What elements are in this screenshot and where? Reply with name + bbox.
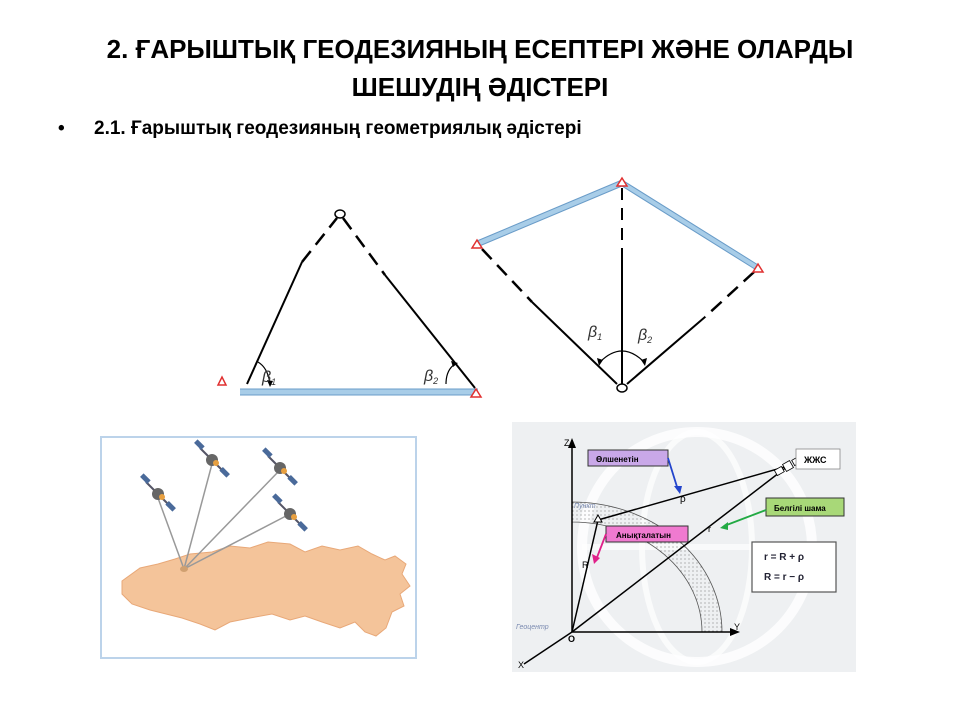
upper-left-baseline: [475, 180, 624, 247]
ground-station: [180, 566, 188, 572]
geocentric-coordinate-diagram: Z Y X O Геоцентр Пункт ρ r R ЖЖС Өлшенет…: [512, 422, 856, 672]
satellite-icon: [194, 439, 230, 478]
measured-label: Өлшенетін: [596, 455, 639, 464]
angle-beta1-label: β1: [587, 324, 602, 342]
left-station-marker: [216, 375, 228, 386]
vector-r: [571, 465, 789, 633]
right-station-marker: [469, 387, 483, 398]
angle-beta2-label: β2: [423, 368, 438, 386]
known-arrow: [723, 509, 767, 527]
determined-label: Анықталатын: [616, 531, 671, 540]
vector-R: [571, 519, 599, 633]
geocenter-label: Геоцентр: [516, 624, 549, 631]
satellite-icon: [272, 493, 308, 532]
vector-rho: [597, 465, 789, 521]
determined-arrow: [595, 533, 607, 561]
satellite-icon: [140, 473, 176, 512]
satellite-label-box: [795, 448, 841, 470]
right-solid-line: [626, 316, 706, 385]
angle-beta2-label: β2: [637, 327, 652, 345]
upper-right-baseline: [620, 180, 760, 271]
point-label: Пункт: [574, 503, 596, 510]
target-point: [334, 209, 346, 219]
formula-line-1: r = R + ρ: [764, 552, 804, 563]
left-side-solid: [246, 261, 303, 385]
axis-z-label: Z: [564, 438, 570, 448]
r-big-label: R: [582, 560, 589, 570]
left-station-marker: [470, 238, 484, 249]
right-dashed-line: [704, 271, 755, 318]
axis-x-label: X: [518, 660, 524, 670]
satellite-icon: [262, 447, 298, 486]
right-station-marker: [751, 262, 765, 273]
satellite-map-illustration: [100, 436, 417, 659]
slide-title-line-2: ШЕШУДІҢ ӘДІСТЕРІ: [351, 72, 609, 102]
formula-line-2: R = r − ρ: [764, 572, 804, 583]
origin-label: O: [568, 634, 575, 644]
quadrilateral-diagram: β1 β2: [470, 176, 765, 393]
known-label-box: [765, 497, 845, 517]
left-side-dashed: [301, 217, 338, 263]
axis-y-label: Y: [734, 622, 740, 632]
r-small-label: r: [708, 524, 711, 534]
known-label: Белгілі шама: [774, 504, 826, 513]
slide-title: 2. ҒАРЫШТЫҚ ГЕОДЕЗИЯНЫҢ ЕСЕПТЕРІ ЖӘНЕ ОЛ…: [60, 30, 900, 106]
left-solid-line: [531, 301, 618, 385]
signal-lines: [157, 463, 287, 570]
rho-label: ρ: [680, 494, 686, 505]
right-side-dashed: [341, 217, 387, 276]
angle-beta1-label: β1: [261, 369, 276, 387]
bullet-dot: •: [58, 118, 65, 139]
axes: [523, 444, 734, 665]
measured-arrow: [667, 457, 679, 491]
left-dashed-line: [481, 248, 533, 303]
right-side-solid: [384, 274, 476, 389]
slide-title-line-1: 2. ҒАРЫШТЫҚ ГЕОДЕЗИЯНЫҢ ЕСЕПТЕРІ ЖӘНЕ ОЛ…: [106, 34, 854, 64]
bullet-text: 2.1. Ғарыштық геодезияның геометриялық ә…: [94, 118, 582, 139]
point-marker: [593, 513, 603, 523]
territory-map: [121, 541, 411, 637]
triangulation-diagram: β1 β2: [216, 209, 483, 398]
observer-point: [616, 383, 628, 393]
satellite-label: ЖЖС: [803, 455, 827, 465]
formula-box: [751, 541, 837, 593]
top-station-marker: [615, 176, 629, 187]
